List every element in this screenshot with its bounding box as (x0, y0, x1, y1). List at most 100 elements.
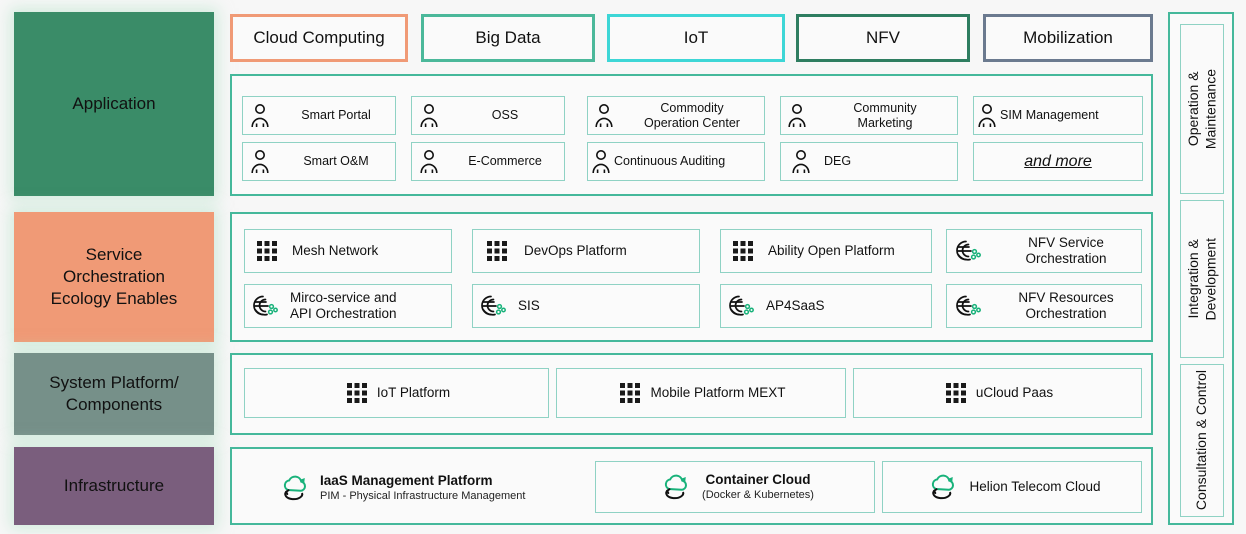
app-item-label: SIM Management (1000, 108, 1099, 122)
system-item-label: IoT Platform (376, 384, 451, 400)
app-item-sim-management[interactable]: SIM Management (973, 96, 1143, 135)
tag-label: IoT (683, 28, 709, 47)
tag-label: Cloud Computing (253, 28, 385, 47)
fan-arcs-icon (947, 293, 991, 319)
person-icon (974, 103, 1000, 129)
tag-label: Mobilization (1023, 28, 1113, 47)
system-item-label: uCloud Paas (975, 384, 1054, 400)
person-icon (781, 149, 821, 175)
grid-dots-icon (245, 240, 289, 262)
grid-dots-icon (939, 382, 973, 404)
infra-item-iaas-management-platform[interactable]: IaaS Management Platform PIM - Physical … (272, 463, 592, 513)
service-item-ap4saas[interactable]: AP4SaaS (720, 284, 932, 328)
application-content-container: Smart Portal OSS Commodity Operation Cen… (230, 74, 1153, 196)
tag-cloud-computing[interactable]: Cloud Computing (230, 14, 408, 62)
fan-arcs-icon (721, 293, 763, 319)
layer-label-text: Service Orchestration Ecology Enables (50, 244, 178, 309)
tag-label: Big Data (475, 28, 541, 47)
tag-label: NFV (866, 28, 900, 47)
person-icon (412, 103, 446, 129)
app-item-label: Commodity Operation Center (644, 100, 740, 130)
fan-arcs-icon (473, 293, 515, 319)
infra-item-title: Container Cloud (705, 472, 811, 488)
app-item-commodity-operation-center[interactable]: Commodity Operation Center (587, 96, 765, 135)
layer-label-text: System Platform/ Components (49, 372, 179, 414)
grid-dots-icon (721, 240, 765, 262)
app-item-deg[interactable]: DEG (780, 142, 958, 181)
sidebar-item-consultation-control[interactable]: Consultation & Control (1180, 364, 1224, 517)
sidebar-item-label: Integration & Development (1184, 237, 1219, 321)
app-item-oss[interactable]: OSS (411, 96, 565, 135)
tag-big-data[interactable]: Big Data (421, 14, 595, 62)
cloud-refresh-icon (920, 473, 966, 501)
service-item-label: Ability Open Platform (768, 242, 895, 258)
service-item-nfv-resources-orchestration[interactable]: NFV Resources Orchestration (946, 284, 1142, 328)
person-icon (781, 103, 813, 129)
system-item-ucloud-paas[interactable]: uCloud Paas (853, 368, 1142, 418)
service-item-ability-open-platform[interactable]: Ability Open Platform (720, 229, 932, 273)
app-item-label: Smart O&M (303, 154, 369, 168)
app-item-e-commerce[interactable]: E-Commerce (411, 142, 565, 181)
app-item-label: Continuous Auditing (614, 154, 726, 168)
service-item-mesh-network[interactable]: Mesh Network (244, 229, 452, 273)
system-content-container: IoT Platform Mobile Platform MEXT uCloud… (230, 353, 1153, 435)
person-icon (243, 103, 277, 129)
system-item-mobile-platform-mext[interactable]: Mobile Platform MEXT (556, 368, 846, 418)
service-item-label: Mirco-service and API Orchestration (290, 289, 397, 321)
person-icon (588, 103, 620, 129)
infra-item-label: Helion Telecom Cloud (969, 478, 1101, 494)
layer-label-text: Application (72, 93, 156, 113)
system-item-iot-platform[interactable]: IoT Platform (244, 368, 549, 418)
service-content-container: Mesh Network DevOps Platform Ability Ope… (230, 212, 1153, 342)
layer-label-service: Service Orchestration Ecology Enables (14, 212, 214, 342)
app-item-continuous-auditing[interactable]: Continuous Auditing (587, 142, 765, 181)
fan-arcs-icon (245, 293, 287, 319)
service-item-sis[interactable]: SIS (472, 284, 700, 328)
app-item-label: E-Commerce (468, 154, 542, 168)
app-item-label: DEG (824, 154, 852, 168)
tag-nfv[interactable]: NFV (796, 14, 970, 62)
app-item-label: and more (1024, 152, 1092, 170)
system-item-label: Mobile Platform MEXT (650, 384, 786, 400)
service-item-nfv-service-orchestration[interactable]: NFV Service Orchestration (946, 229, 1142, 273)
service-item-label: DevOps Platform (524, 242, 627, 258)
infra-item-title: IaaS Management Platform (320, 473, 493, 489)
service-item-label: AP4SaaS (766, 297, 825, 313)
sidebar-item-label: Operation & Maintenance (1184, 68, 1219, 150)
app-item-smart-om[interactable]: Smart O&M (242, 142, 396, 181)
app-item-label: Community Marketing (853, 100, 917, 130)
cloud-refresh-icon (653, 473, 699, 501)
cloud-refresh-icon (273, 474, 317, 502)
app-item-smart-portal[interactable]: Smart Portal (242, 96, 396, 135)
layer-label-application: Application (14, 12, 214, 196)
service-item-devops-platform[interactable]: DevOps Platform (472, 229, 700, 273)
tag-mobilization[interactable]: Mobilization (983, 14, 1153, 62)
service-item-label: NFV Resources Orchestration (1018, 289, 1114, 321)
sidebar-item-operation-maintenance[interactable]: Operation & Maintenance (1180, 24, 1224, 194)
sidebar-item-integration-development[interactable]: Integration & Development (1180, 200, 1224, 358)
grid-dots-icon (613, 382, 647, 404)
grid-dots-icon (340, 382, 374, 404)
layer-label-text: Infrastructure (63, 475, 165, 495)
infra-item-label: Container Cloud (Docker & Kubernetes) (699, 472, 817, 501)
app-item-and-more[interactable]: and more (973, 142, 1143, 181)
infrastructure-content-container: IaaS Management Platform PIM - Physical … (230, 447, 1153, 525)
layer-label-system: System Platform/ Components (14, 353, 214, 435)
service-item-label: Mesh Network (292, 242, 379, 258)
person-icon (588, 149, 614, 175)
tag-iot[interactable]: IoT (607, 14, 785, 62)
app-item-community-marketing[interactable]: Community Marketing (780, 96, 958, 135)
infra-item-subtitle: PIM - Physical Infrastructure Management (320, 489, 526, 502)
infra-item-helion-telecom-cloud[interactable]: Helion Telecom Cloud (882, 461, 1142, 513)
infra-item-subtitle: (Docker & Kubernetes) (702, 488, 814, 501)
app-item-label: OSS (491, 108, 519, 122)
grid-dots-icon (473, 240, 521, 262)
infra-item-container-cloud[interactable]: Container Cloud (Docker & Kubernetes) (595, 461, 875, 513)
fan-arcs-icon (947, 238, 991, 264)
service-item-label: SIS (518, 297, 540, 313)
person-icon (412, 149, 446, 175)
layer-label-infrastructure: Infrastructure (14, 447, 214, 525)
service-item-micro-service-api-orchestration[interactable]: Mirco-service and API Orchestration (244, 284, 452, 328)
lifecycle-sidebar: Operation & Maintenance Integration & De… (1168, 12, 1234, 525)
